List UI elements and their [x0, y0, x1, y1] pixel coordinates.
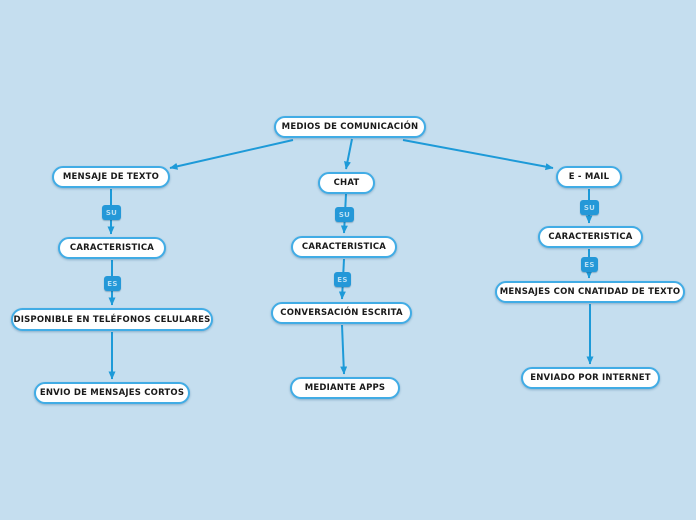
- node-enviado-por-internet[interactable]: ENVIADO POR INTERNET: [521, 367, 660, 389]
- node-e-mail[interactable]: E - MAIL: [556, 166, 622, 188]
- relation-badge-es-chat[interactable]: ES: [334, 272, 351, 287]
- relation-badge-es-mensaje[interactable]: ES: [104, 276, 121, 291]
- node-mensajes-con-cnatidad[interactable]: MENSAJES CON CNATIDAD DE TEXTO: [495, 281, 685, 303]
- relation-badge-es-email[interactable]: ES: [581, 257, 598, 272]
- node-caracteristica-chat[interactable]: CARACTERISTICA: [291, 236, 397, 258]
- relation-badge-su-mensaje[interactable]: SU: [102, 205, 121, 220]
- relation-badge-su-email[interactable]: SU: [580, 200, 599, 215]
- relation-badge-su-chat[interactable]: SU: [335, 207, 354, 222]
- node-disponible-en-telefonos[interactable]: DISPONIBLE EN TELÉFONOS CELULARES: [11, 308, 213, 331]
- node-conversacion-escrita[interactable]: CONVERSACIÓN ESCRITA: [271, 302, 412, 324]
- node-caracteristica-mensaje[interactable]: CARACTERISTICA: [58, 237, 166, 259]
- node-envio-de-mensajes-cortos[interactable]: ENVIO DE MENSAJES CORTOS: [34, 382, 190, 404]
- node-mensaje-de-texto[interactable]: MENSAJE DE TEXTO: [52, 166, 170, 188]
- connector-root-to-email: [402, 139, 554, 171]
- connector-conversacion-to-mediante: [340, 324, 348, 375]
- node-caracteristica-email[interactable]: CARACTERISTICA: [538, 226, 643, 248]
- connector-root-to-mensaje: [169, 139, 294, 170]
- node-medios-de-comunicacion[interactable]: MEDIOS DE COMUNICACIÓN: [274, 116, 426, 138]
- node-mediante-apps[interactable]: MEDIANTE APPS: [290, 377, 400, 399]
- connector-root-to-chat: [344, 138, 353, 170]
- node-chat[interactable]: CHAT: [318, 172, 375, 194]
